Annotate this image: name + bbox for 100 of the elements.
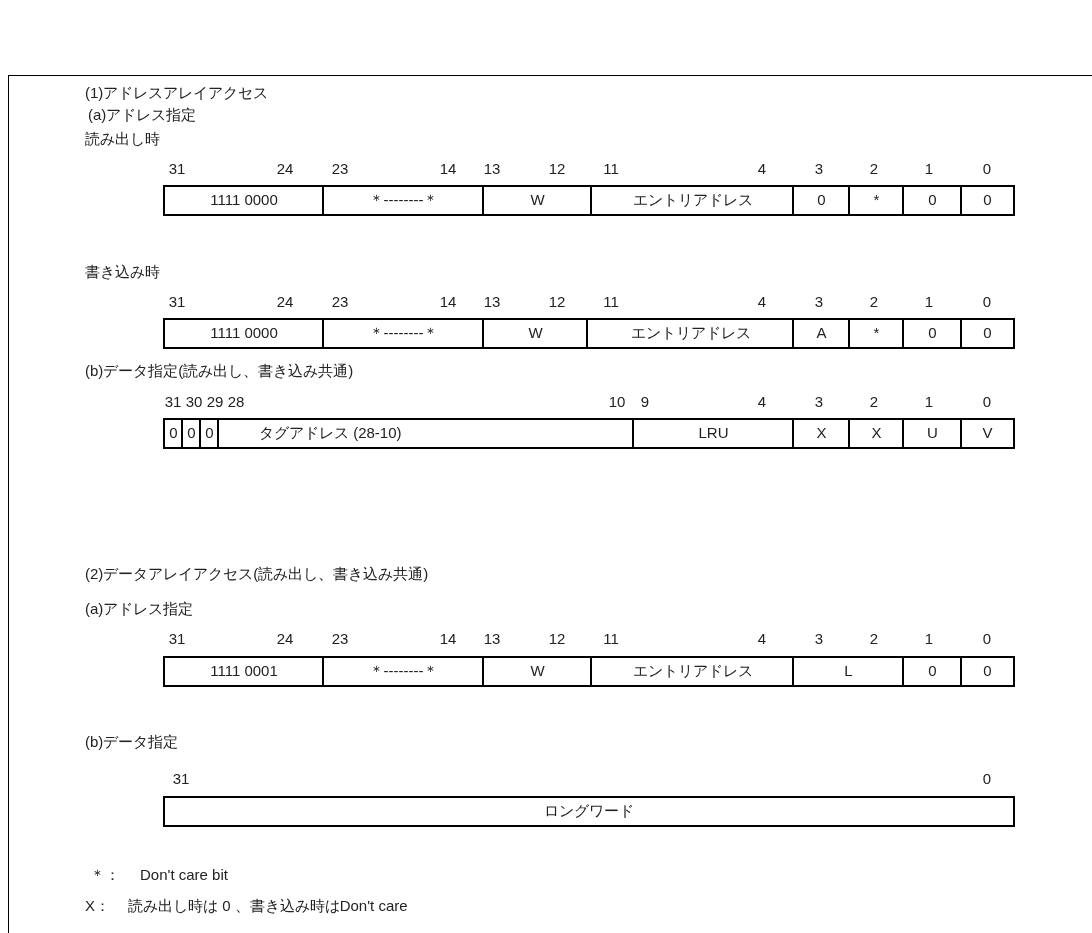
field-value: エントリアドレス (632, 661, 753, 682)
section-heading: 読み出し時は 0 、書き込み時はDon't care (128, 897, 408, 915)
field-value: 0 (983, 190, 992, 211)
register-field (902, 656, 961, 687)
bit-number: 0 (982, 393, 992, 411)
section-heading: ＊： (90, 866, 120, 884)
bit-number: 3 (814, 630, 824, 648)
field-value: 0 (205, 423, 214, 444)
bit-number: 31 (164, 393, 182, 411)
field-value: 1111 0000 (210, 323, 278, 344)
bit-number: 0 (982, 770, 992, 788)
bit-number: 0 (982, 293, 992, 311)
bit-number: 24 (276, 293, 294, 311)
bit-number: 9 (640, 393, 650, 411)
field-value: 0 (928, 661, 937, 682)
register-field (902, 185, 961, 216)
bit-number: 30 (185, 393, 203, 411)
register-field (322, 656, 483, 687)
register-field (902, 418, 961, 449)
bit-number: 14 (439, 630, 457, 648)
bit-number: 31 (168, 630, 186, 648)
field-value: ＊--------＊ (368, 661, 439, 682)
register-field (960, 185, 1015, 216)
bit-number: 1 (924, 393, 934, 411)
field-value: 0 (187, 423, 196, 444)
register-field (960, 318, 1015, 349)
field-value: ロングワード (544, 801, 634, 822)
bit-number: 2 (869, 630, 879, 648)
field-value: 0 (169, 423, 178, 444)
bit-number: 24 (276, 160, 294, 178)
bit-number: 31 (168, 293, 186, 311)
bit-number: 0 (982, 630, 992, 648)
section-heading: Don't care bit (140, 866, 228, 884)
bit-number: 31 (168, 160, 186, 178)
bit-number: 3 (814, 160, 824, 178)
bit-number: 4 (757, 630, 767, 648)
register-field (792, 418, 849, 449)
field-value: W (530, 661, 545, 682)
bit-number: 14 (439, 293, 457, 311)
register-field (590, 656, 793, 687)
bit-number: 2 (869, 393, 879, 411)
bit-number: 4 (757, 393, 767, 411)
field-value: エントリアドレス (632, 190, 753, 211)
bit-number: 12 (548, 293, 566, 311)
field-value: L (844, 661, 853, 682)
bit-number: 11 (603, 293, 619, 311)
register-field (322, 185, 483, 216)
bit-number: 11 (603, 630, 619, 648)
register-field (590, 185, 793, 216)
section-heading: (1)アドレスアレイアクセス (85, 84, 269, 102)
section-heading: (a)アドレス指定 (85, 600, 194, 618)
bit-number: 1 (924, 160, 934, 178)
register-field (848, 185, 903, 216)
bit-number: 11 (603, 160, 619, 178)
bit-number: 2 (869, 160, 879, 178)
register-field (902, 318, 961, 349)
section-heading: X： (85, 897, 110, 915)
bit-number: 1 (924, 293, 934, 311)
register-field (322, 318, 483, 349)
field-value: W (530, 190, 545, 211)
bit-number: 28 (227, 393, 245, 411)
bit-number: 29 (206, 393, 224, 411)
register-field (960, 418, 1015, 449)
bit-number: 23 (331, 293, 349, 311)
bit-number: 12 (548, 160, 566, 178)
field-value: X (871, 423, 882, 444)
field-value: A (816, 323, 827, 344)
field-value: 0 (983, 661, 992, 682)
field-value: 1111 0000 (210, 190, 278, 211)
field-value: 0 (928, 323, 937, 344)
field-value: タグアドレス (28-10) (259, 423, 402, 444)
register-field (848, 418, 903, 449)
section-heading: (a)アドレス指定 (88, 106, 197, 124)
bit-number: 13 (483, 630, 501, 648)
section-heading: 読み出し時 (85, 130, 160, 148)
bit-number: 1 (924, 630, 934, 648)
bit-number: 14 (439, 160, 457, 178)
field-value: エントリアドレス (630, 323, 751, 344)
section-heading: (b)データ指定(読み出し、書き込み共通) (85, 362, 354, 380)
register-field (482, 318, 587, 349)
section-heading: (b)データ指定 (85, 733, 179, 751)
field-value: V (982, 423, 993, 444)
bit-number: 4 (757, 293, 767, 311)
register-field (163, 656, 323, 687)
field-value: W (528, 323, 543, 344)
bit-number: 2 (869, 293, 879, 311)
field-value: 0 (983, 323, 992, 344)
register-field (792, 318, 849, 349)
bit-number: 23 (331, 630, 349, 648)
field-value: 0 (817, 190, 826, 211)
field-value: LRU (698, 423, 729, 444)
register-field (482, 185, 591, 216)
bit-number: 24 (276, 630, 294, 648)
section-heading: 書き込み時 (85, 263, 160, 281)
register-field (632, 418, 793, 449)
bit-number: 4 (757, 160, 767, 178)
register-field (482, 656, 591, 687)
field-value: U (927, 423, 938, 444)
bit-number: 12 (548, 630, 566, 648)
bit-number: 13 (483, 160, 501, 178)
